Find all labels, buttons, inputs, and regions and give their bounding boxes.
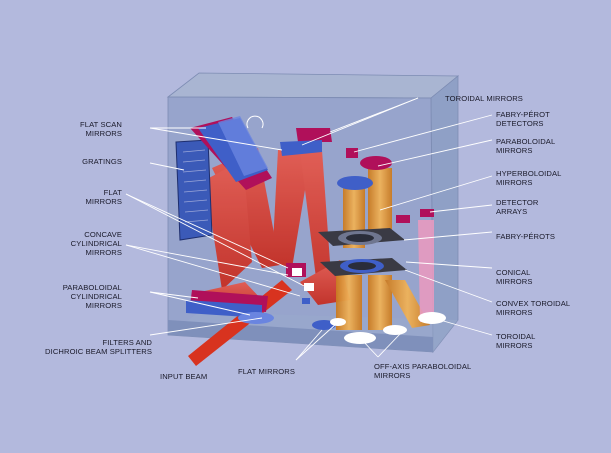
label-paraboloidal-mirrors: PARABOLOIDAL MIRRORS xyxy=(496,137,556,155)
right-column-optics xyxy=(337,148,434,223)
label-hyperboloidal-mirrors: HYPERBOLOIDAL MIRRORS xyxy=(496,169,562,187)
label-flat-scan-mirrors: FLAT SCAN MIRRORS xyxy=(80,120,122,138)
leader-lines xyxy=(125,97,493,361)
label-fabry-perots: FABRY-PÉROTS xyxy=(496,232,556,241)
label-flat-mirrors-bottom: FLAT MIRRORS xyxy=(238,367,296,376)
label-fabry-perot-detectors: FABRY-PÉROT DETECTORS xyxy=(496,110,550,128)
label-off-axis-paraboloidal-mirrors: OFF-AXIS PARABOLOIDAL MIRRORS xyxy=(374,362,472,380)
label-filters-dichroic: FILTERS AND DICHROIC BEAM SPLITTERS xyxy=(45,338,152,356)
label-detector-arrays: DETECTOR ARRAYS xyxy=(496,198,539,216)
label-flat-mirrors-left: FLAT MIRRORS xyxy=(85,188,122,206)
label-concave-cylindrical-mirrors: CONCAVE CYLINDRICAL MIRRORS xyxy=(70,230,122,257)
label-gratings: GRATINGS xyxy=(82,157,122,166)
label-toroidal-mirrors-right: TOROIDAL MIRRORS xyxy=(496,332,536,350)
scan-arc-indicator xyxy=(246,115,264,129)
flat-scan-mirrors-element xyxy=(190,116,272,190)
label-paraboloidal-cylindrical-mirrors: PARABOLOIDAL CYLINDRICAL MIRRORS xyxy=(62,283,122,310)
label-convex-toroidal-mirrors: CONVEX TOROIDAL MIRRORS xyxy=(496,299,571,317)
label-conical-mirrors: CONICAL MIRRORS xyxy=(496,268,533,286)
fabry-perot-plates xyxy=(318,228,407,276)
label-input-beam: INPUT BEAM xyxy=(160,372,208,381)
pink-beam xyxy=(418,220,434,322)
flat-mirror-cluster xyxy=(286,263,314,304)
orange-beams xyxy=(336,168,430,330)
gratings-element xyxy=(175,139,213,241)
toroidal-mirrors-top-element xyxy=(280,128,332,156)
label-toroidal-mirrors-top: TOROIDAL MIRRORS xyxy=(445,94,523,103)
